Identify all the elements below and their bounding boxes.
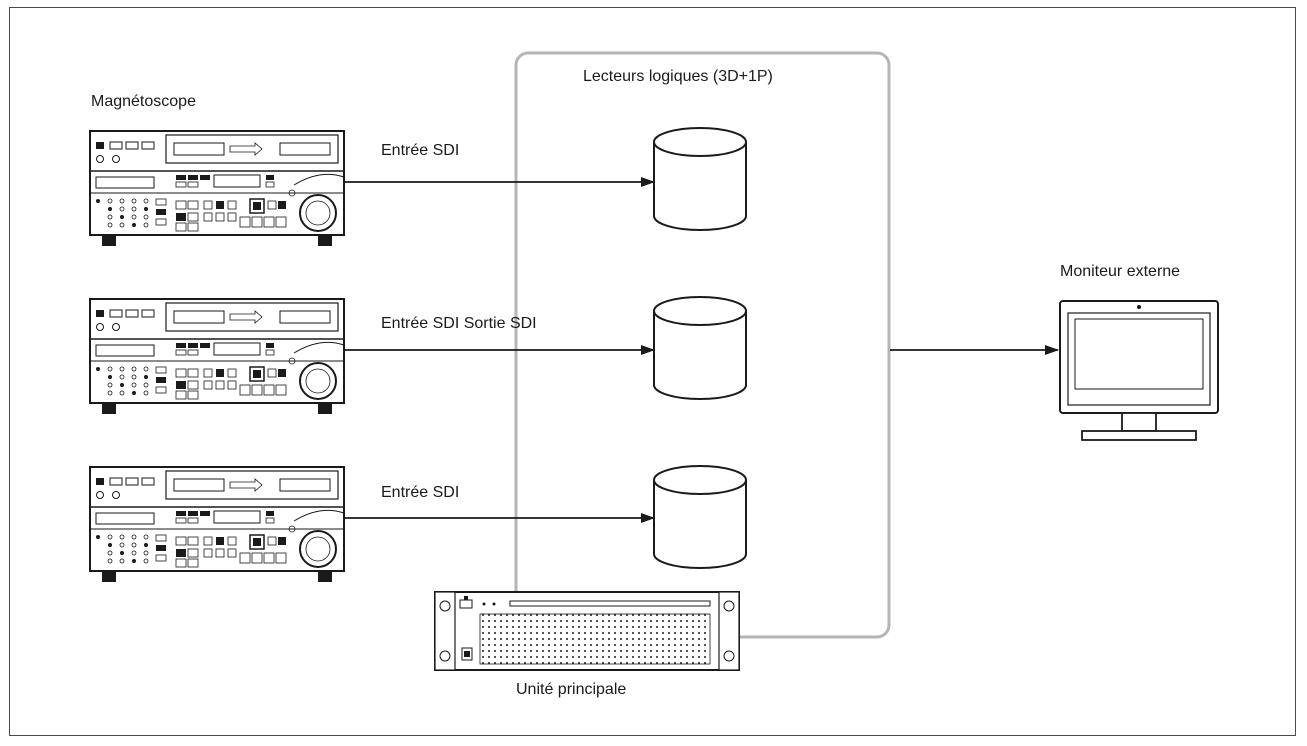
server-unit-icon <box>434 591 740 671</box>
vtr-group-label: Magnétoscope <box>91 93 196 110</box>
disk-cylinder-icon <box>653 296 747 400</box>
sdi-input-output-label-2: Entrée SDI Sortie SDI <box>381 315 537 332</box>
monitor-label: Moniteur externe <box>1060 263 1181 280</box>
monitor-icon <box>1059 300 1219 441</box>
disk-cylinder-icon <box>653 127 747 231</box>
vtr-deck-icon <box>89 466 345 583</box>
main-unit-label: Unité principale <box>516 681 627 698</box>
logical-drives-label: Lecteurs logiques (3D+1P) <box>583 68 773 85</box>
diagram-frame <box>9 7 1296 736</box>
disk-cylinder-icon <box>653 465 747 569</box>
vtr-deck-icon <box>89 298 345 415</box>
sdi-input-label-3: Entrée SDI <box>381 484 460 501</box>
vtr-deck-icon <box>89 130 345 247</box>
sdi-input-label-1: Entrée SDI <box>381 142 460 159</box>
